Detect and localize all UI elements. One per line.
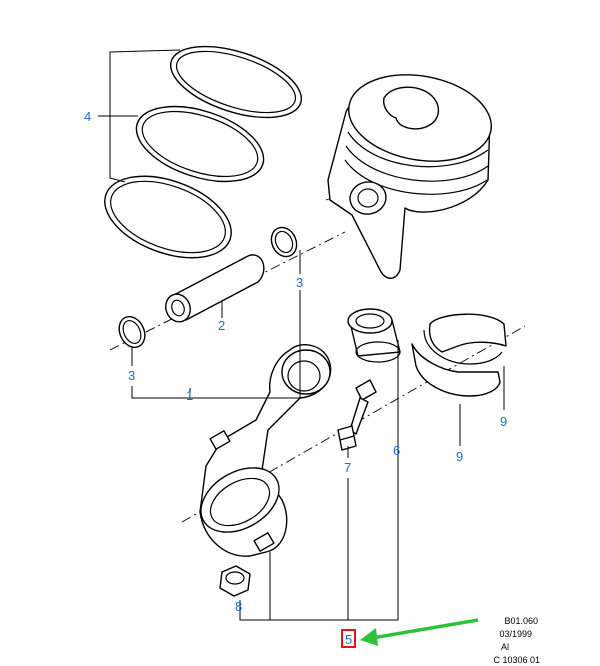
big-end-nut (219, 565, 251, 597)
drawing-reference-stamp: B01.060 03/1999 Al C 10306 01 (493, 616, 540, 665)
callout-highlighted: 5 (345, 632, 352, 647)
big-end-bearing (411, 313, 507, 397)
stamp-line-2: 03/1999 (499, 629, 532, 639)
callout-circlip-right: 3 (296, 275, 303, 290)
pointer-arrow (360, 618, 479, 646)
gudgeon-pin (165, 254, 265, 323)
callout-piston-rings: 4 (84, 109, 91, 124)
piston (327, 74, 492, 279)
piston-rings (104, 45, 303, 259)
callout-circlip-left: 3 (128, 368, 135, 383)
callout-piston-assembly: 1 (186, 388, 193, 403)
callout-nut: 8 (235, 599, 242, 614)
leader-lines (98, 49, 505, 621)
callout-bearing-lower: 9 (456, 449, 463, 464)
circlips (118, 226, 298, 349)
stamp-line-4: C 10306 01 (493, 655, 540, 665)
highlighted-callout[interactable]: 5 (341, 629, 356, 648)
small-end-bush (347, 308, 401, 363)
callout-bearing-upper: 9 (500, 414, 507, 429)
stamp-line-3: Al (501, 642, 509, 652)
connecting-rod-bolt (337, 379, 377, 451)
highlight-box (341, 629, 356, 648)
stamp-line-1: B01.060 (504, 616, 538, 626)
callout-small-end-bush: 6 (393, 443, 400, 458)
callout-bolt: 7 (344, 460, 351, 475)
connecting-rod (199, 344, 332, 557)
callout-gudgeon-pin: 2 (218, 318, 225, 333)
callouts: 4 3 2 3 1 6 7 9 9 8 (84, 109, 507, 614)
